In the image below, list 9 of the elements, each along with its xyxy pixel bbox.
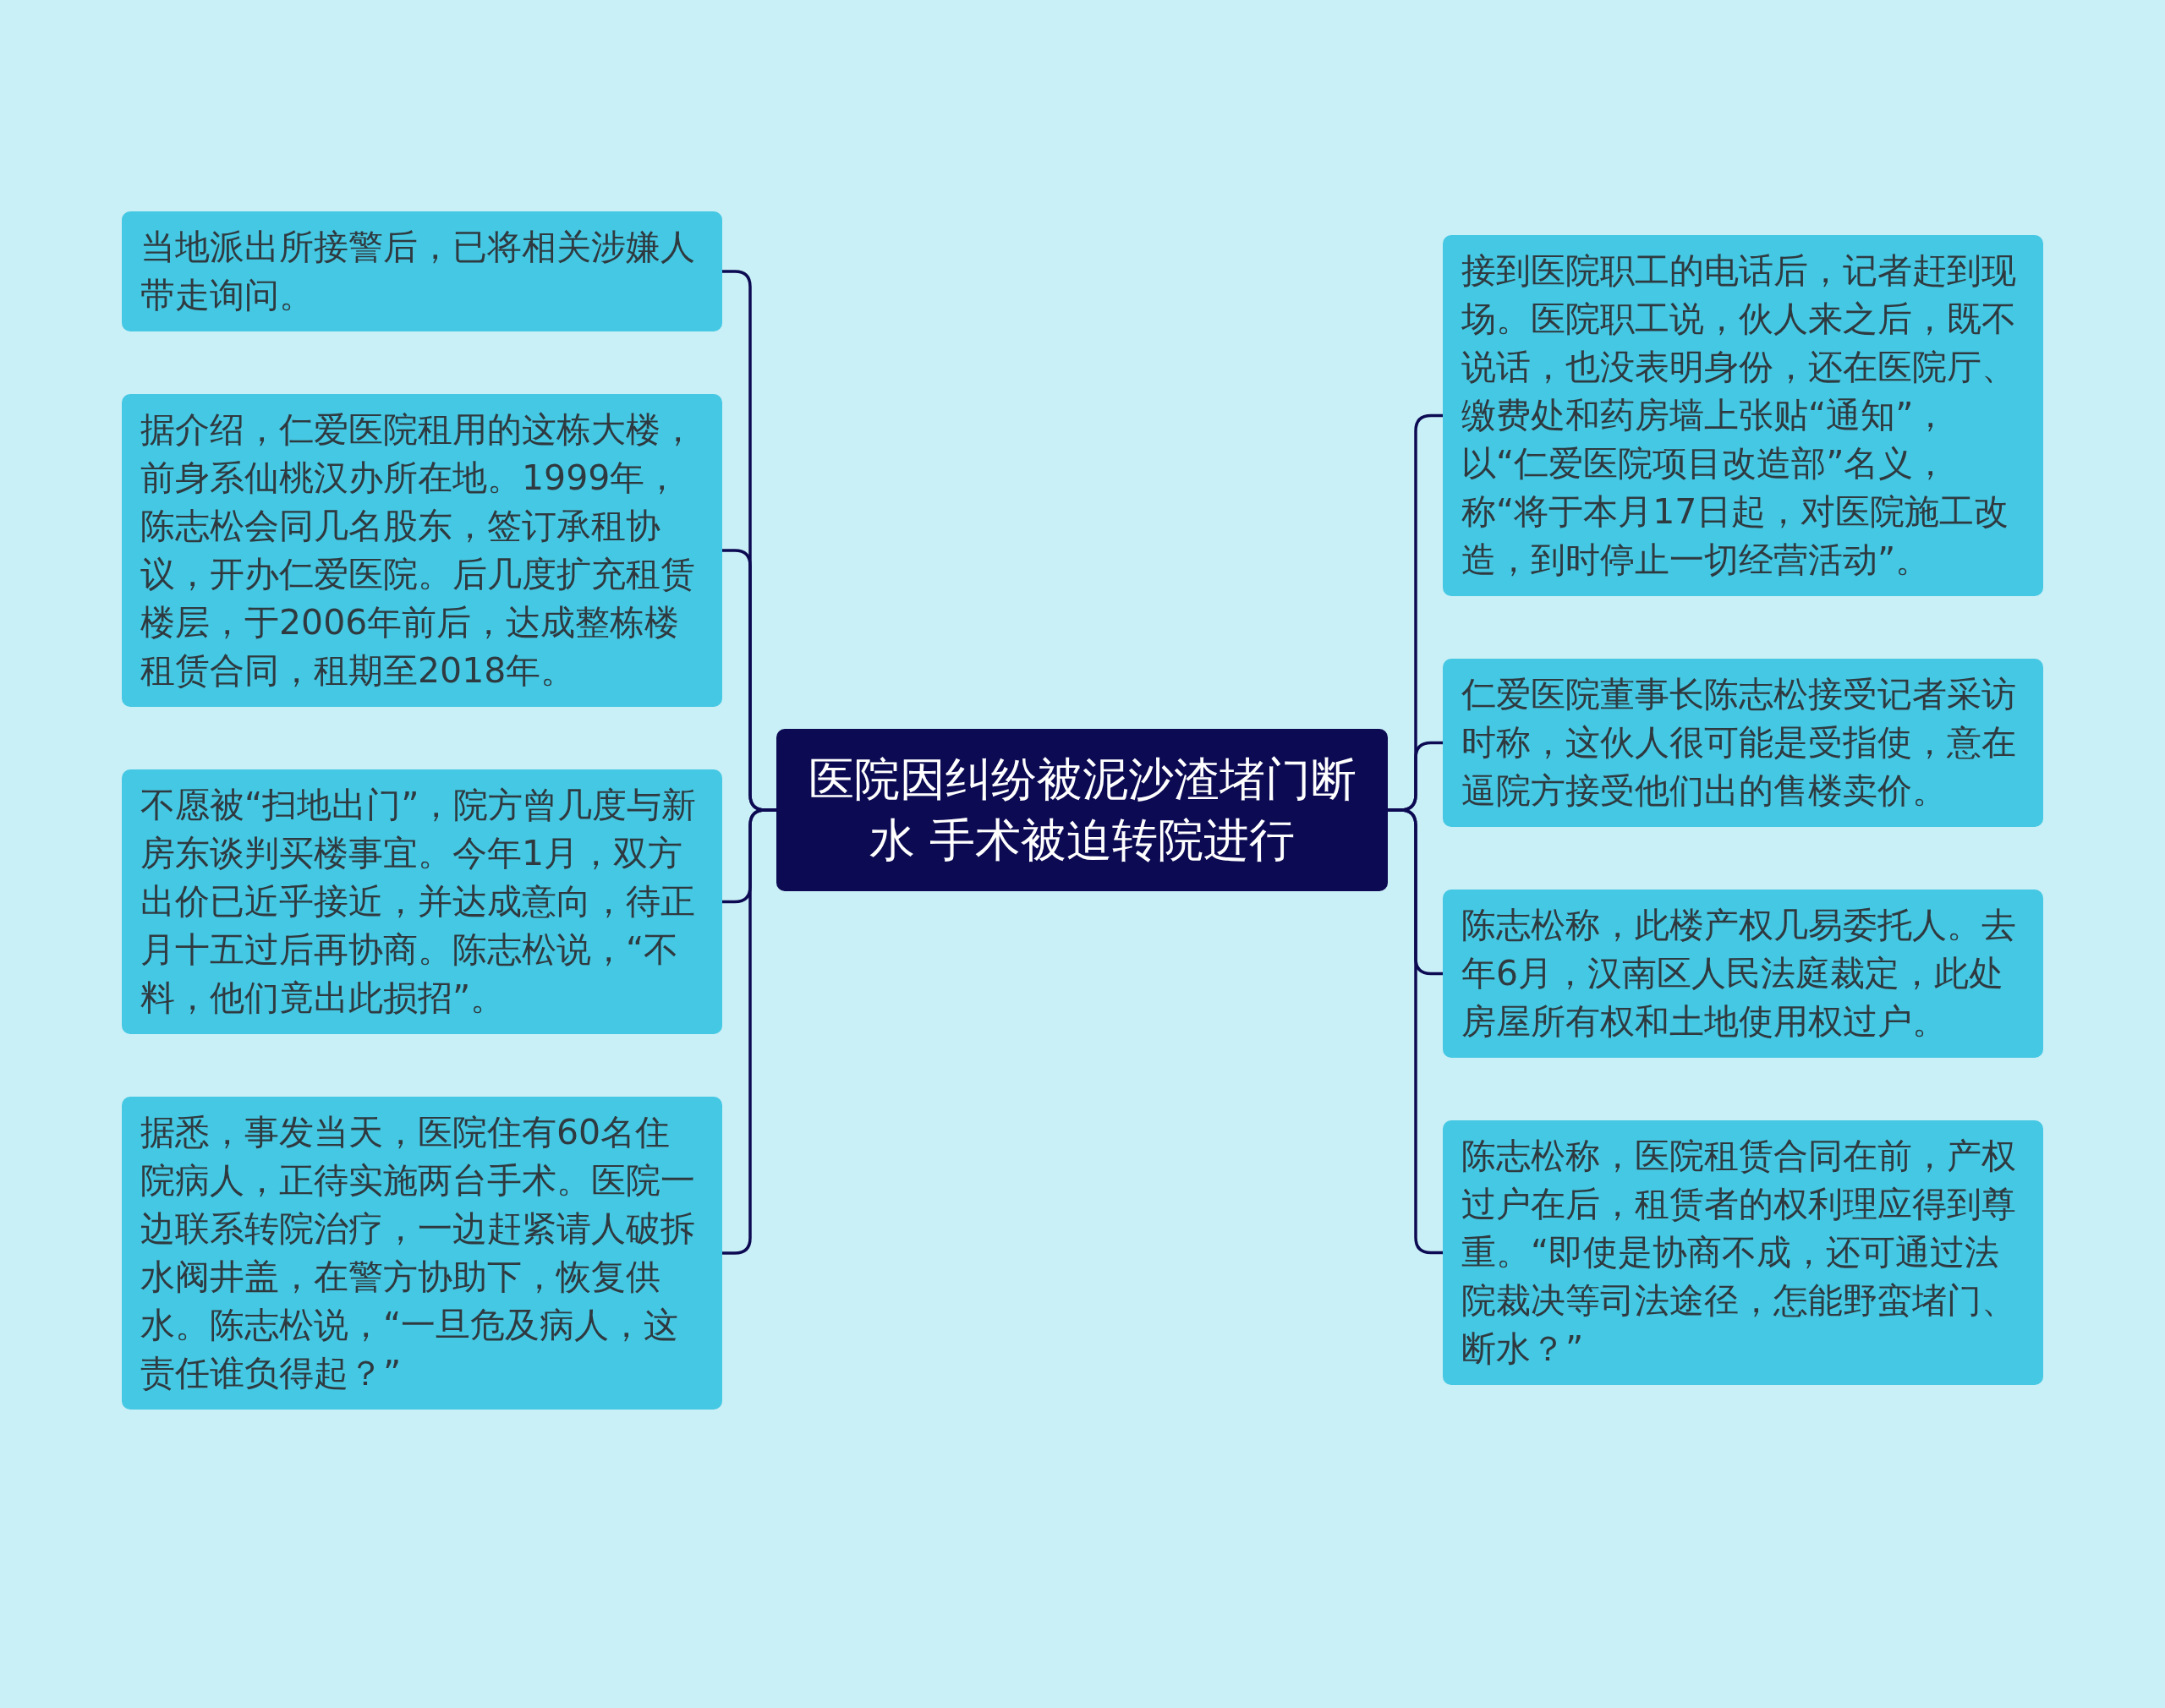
central-topic-box: 医院因纠纷被泥沙渣堵门断水 手术被迫转院进行 [776,729,1388,891]
topic-box: 据悉，事发当天，医院住有60名住院病人，正待实施两台手术。医院一边联系转院治疗，一边赶紧请人破拆水阀井盖，在警方协助下，恢复供水。陈志松说，“一旦危及病人，这责任谁负得起？” [122,1096,722,1410]
topic-box: 当地派出所接警后，已将相关涉嫌人带走询问。 [122,211,722,331]
topic-box: 陈志松称，此楼产权几易委托人。去年6月，汉南区人民法庭裁定，此处房屋所有权和土地使用权过户。 [1443,890,2043,1058]
topic-box: 不愿被“扫地出门”，院方曾几度与新房东谈判买楼事宜。今年1月，双方出价已近乎接近，并达成意向，待正月十五过后再协商。陈志松说，“不料，他们竟出此损招”。 [122,769,722,1034]
topic-box: 仁爱医院董事长陈志松接受记者采访时称，这伙人很可能是受指使，意在逼院方接受他们出的售楼卖价。 [1443,659,2043,827]
topic-box: 陈志松称，医院租赁合同在前，产权过户在后，租赁者的权利理应得到尊重。“即使是协商不成，还可通过法院裁决等司法途径，怎能野蛮堵门、断水？” [1443,1120,2043,1385]
topic-box: 据介绍，仁爱医院租用的这栋大楼，前身系仙桃汉办所在地。1999年，陈志松会同几名股东，签订承租协议，开办仁爱医院。后几度扩充租赁楼层，于2006年前后，达成整栋楼租赁合同，租期至2018年。 [122,393,722,707]
topic-box: 接到医院职工的电话后，记者赶到现场。医院职工说，伙人来之后，既不说话，也没表明身份，还在医院厅、缴费处和药房墙上张贴“通知”，以“仁爱医院项目改造部”名义，称“将于本月17日起，对医院施工改造，到时停止一切经营活动”。 [1443,235,2043,596]
